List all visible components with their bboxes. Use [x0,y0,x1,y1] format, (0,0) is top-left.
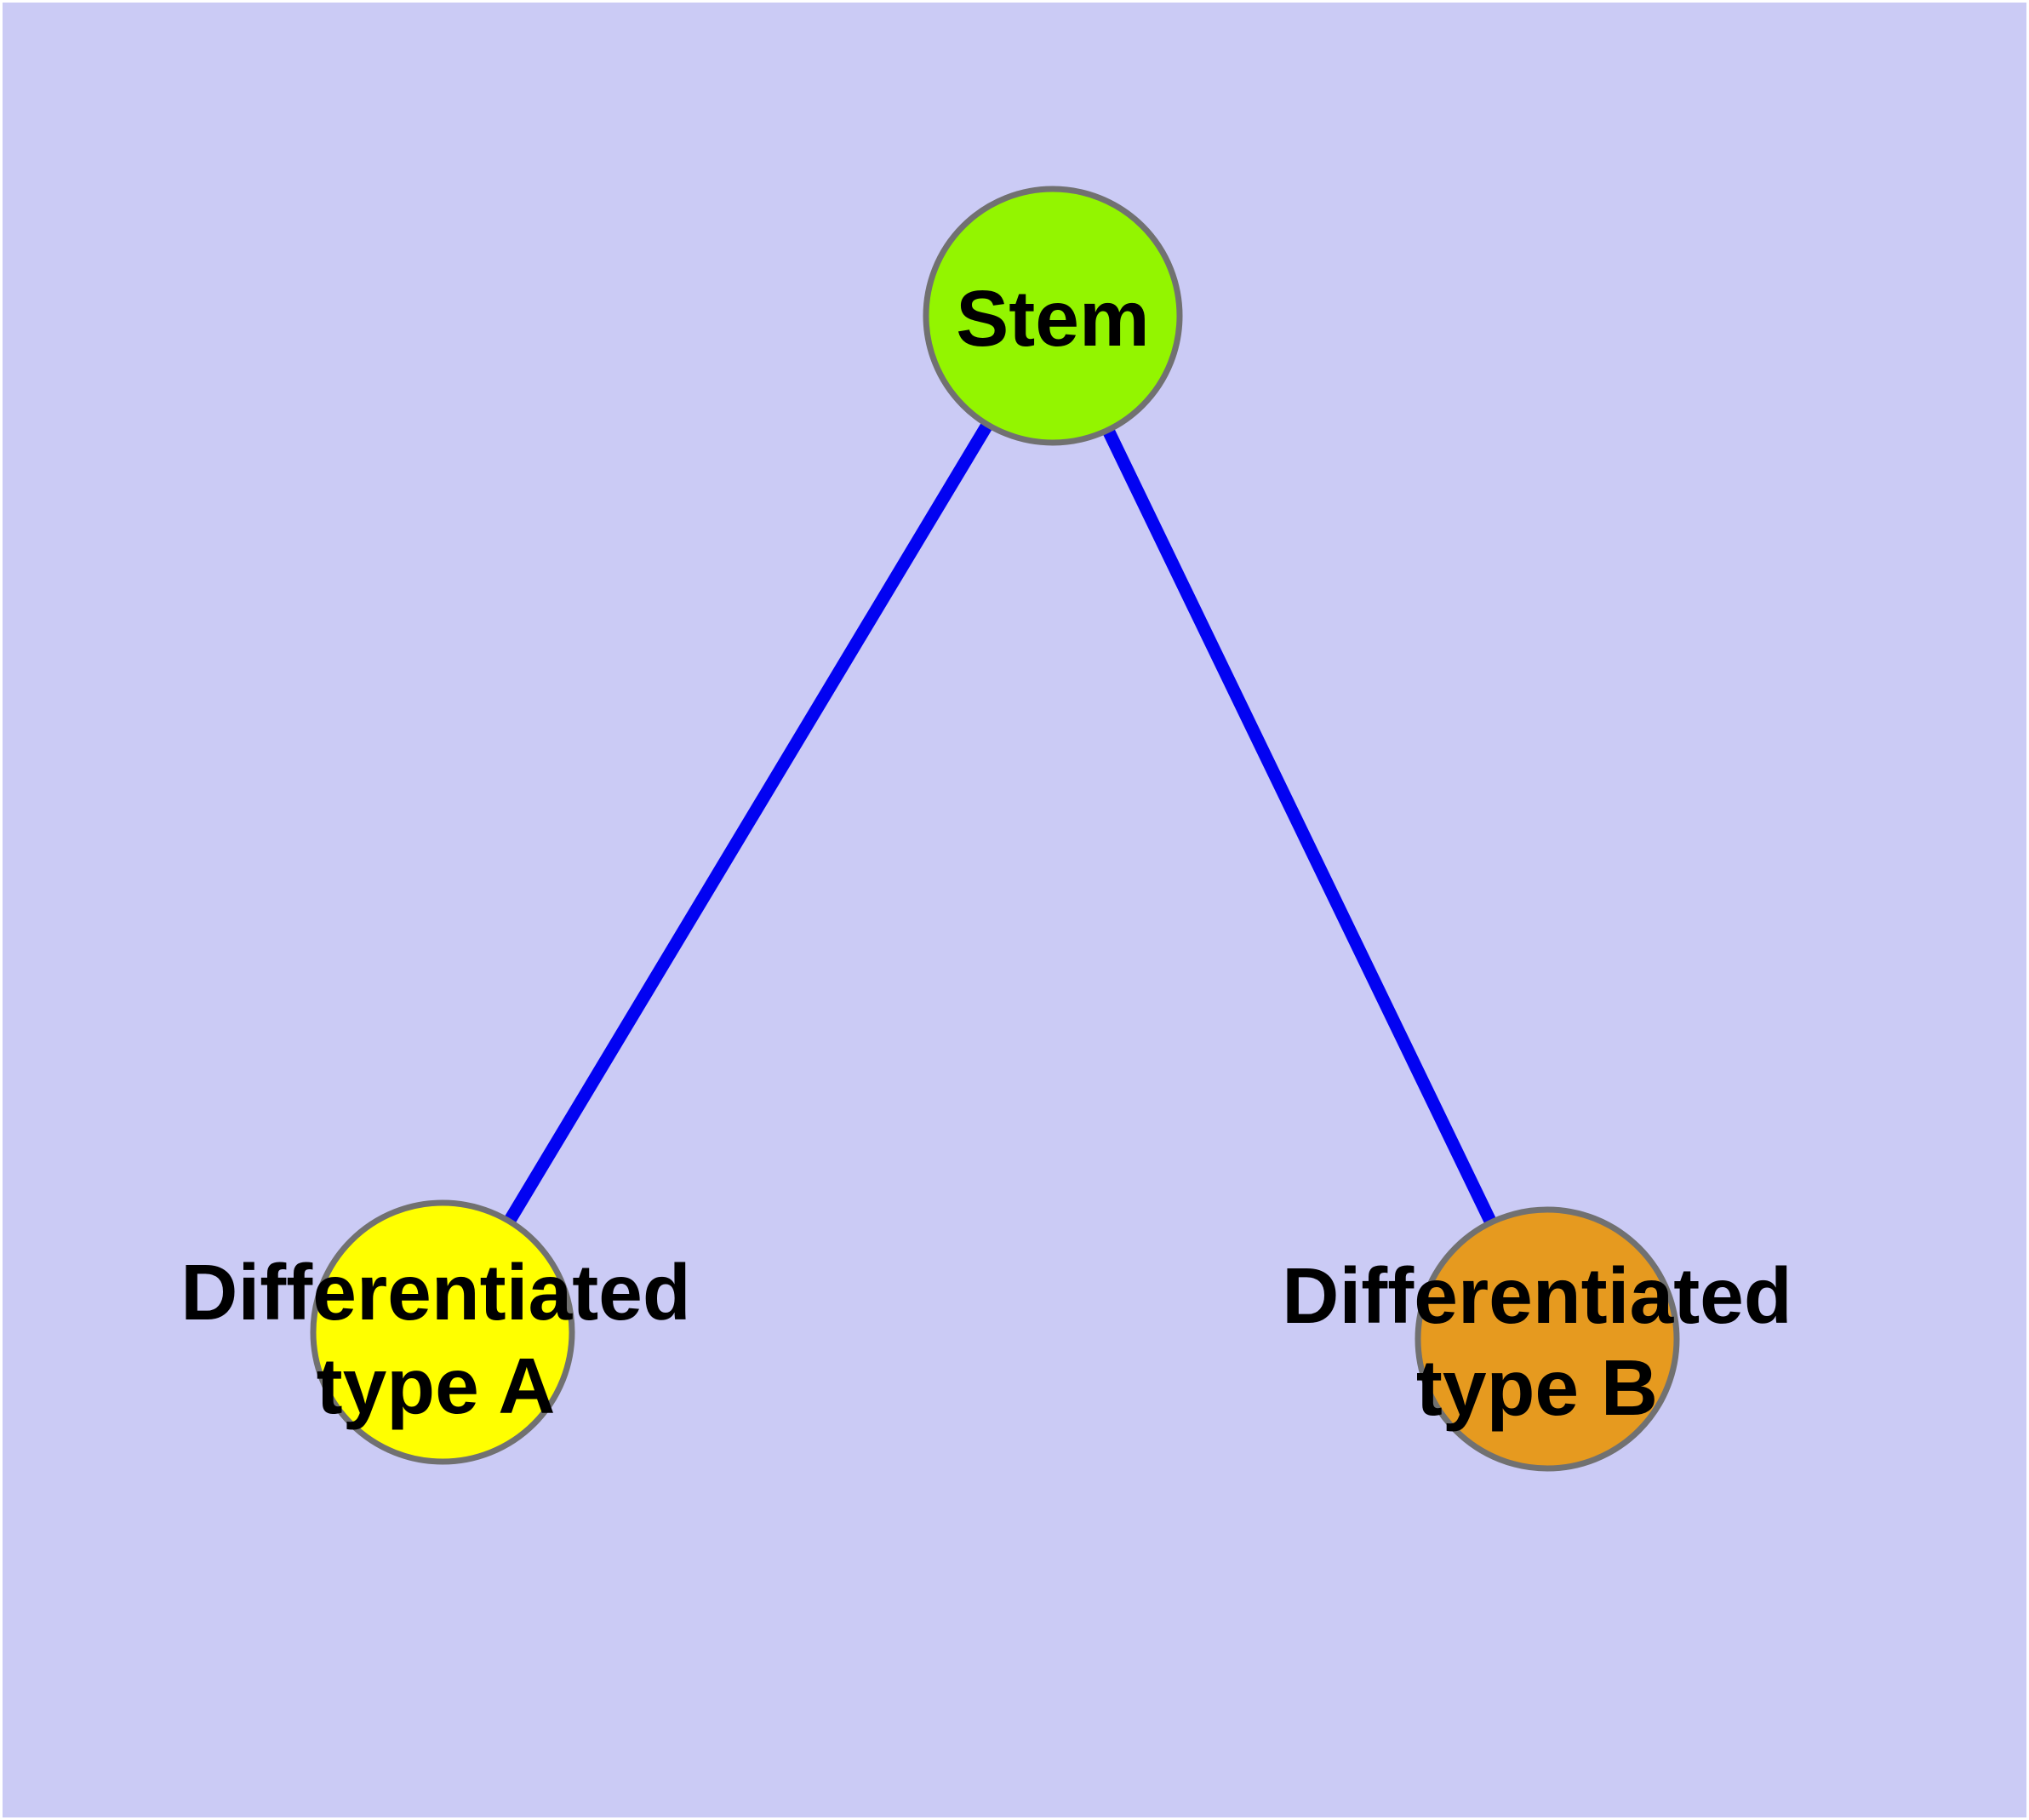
node-type-a-label-line1: Differentiated [180,1248,690,1336]
edge-stem-to-type-a [437,312,1059,1336]
node-type-b-label-line1: Differentiated [1282,1251,1792,1340]
node-differentiated-type-a [310,1199,575,1465]
node-stem-label: Stem [956,274,1149,363]
node-type-b-label-line2: type B [1416,1343,1658,1432]
node-stem [923,186,1183,446]
node-type-a-label-line2: type A [317,1342,556,1430]
edge-stem-to-type-b [1047,312,1553,1342]
node-differentiated-type-b [1415,1206,1680,1472]
